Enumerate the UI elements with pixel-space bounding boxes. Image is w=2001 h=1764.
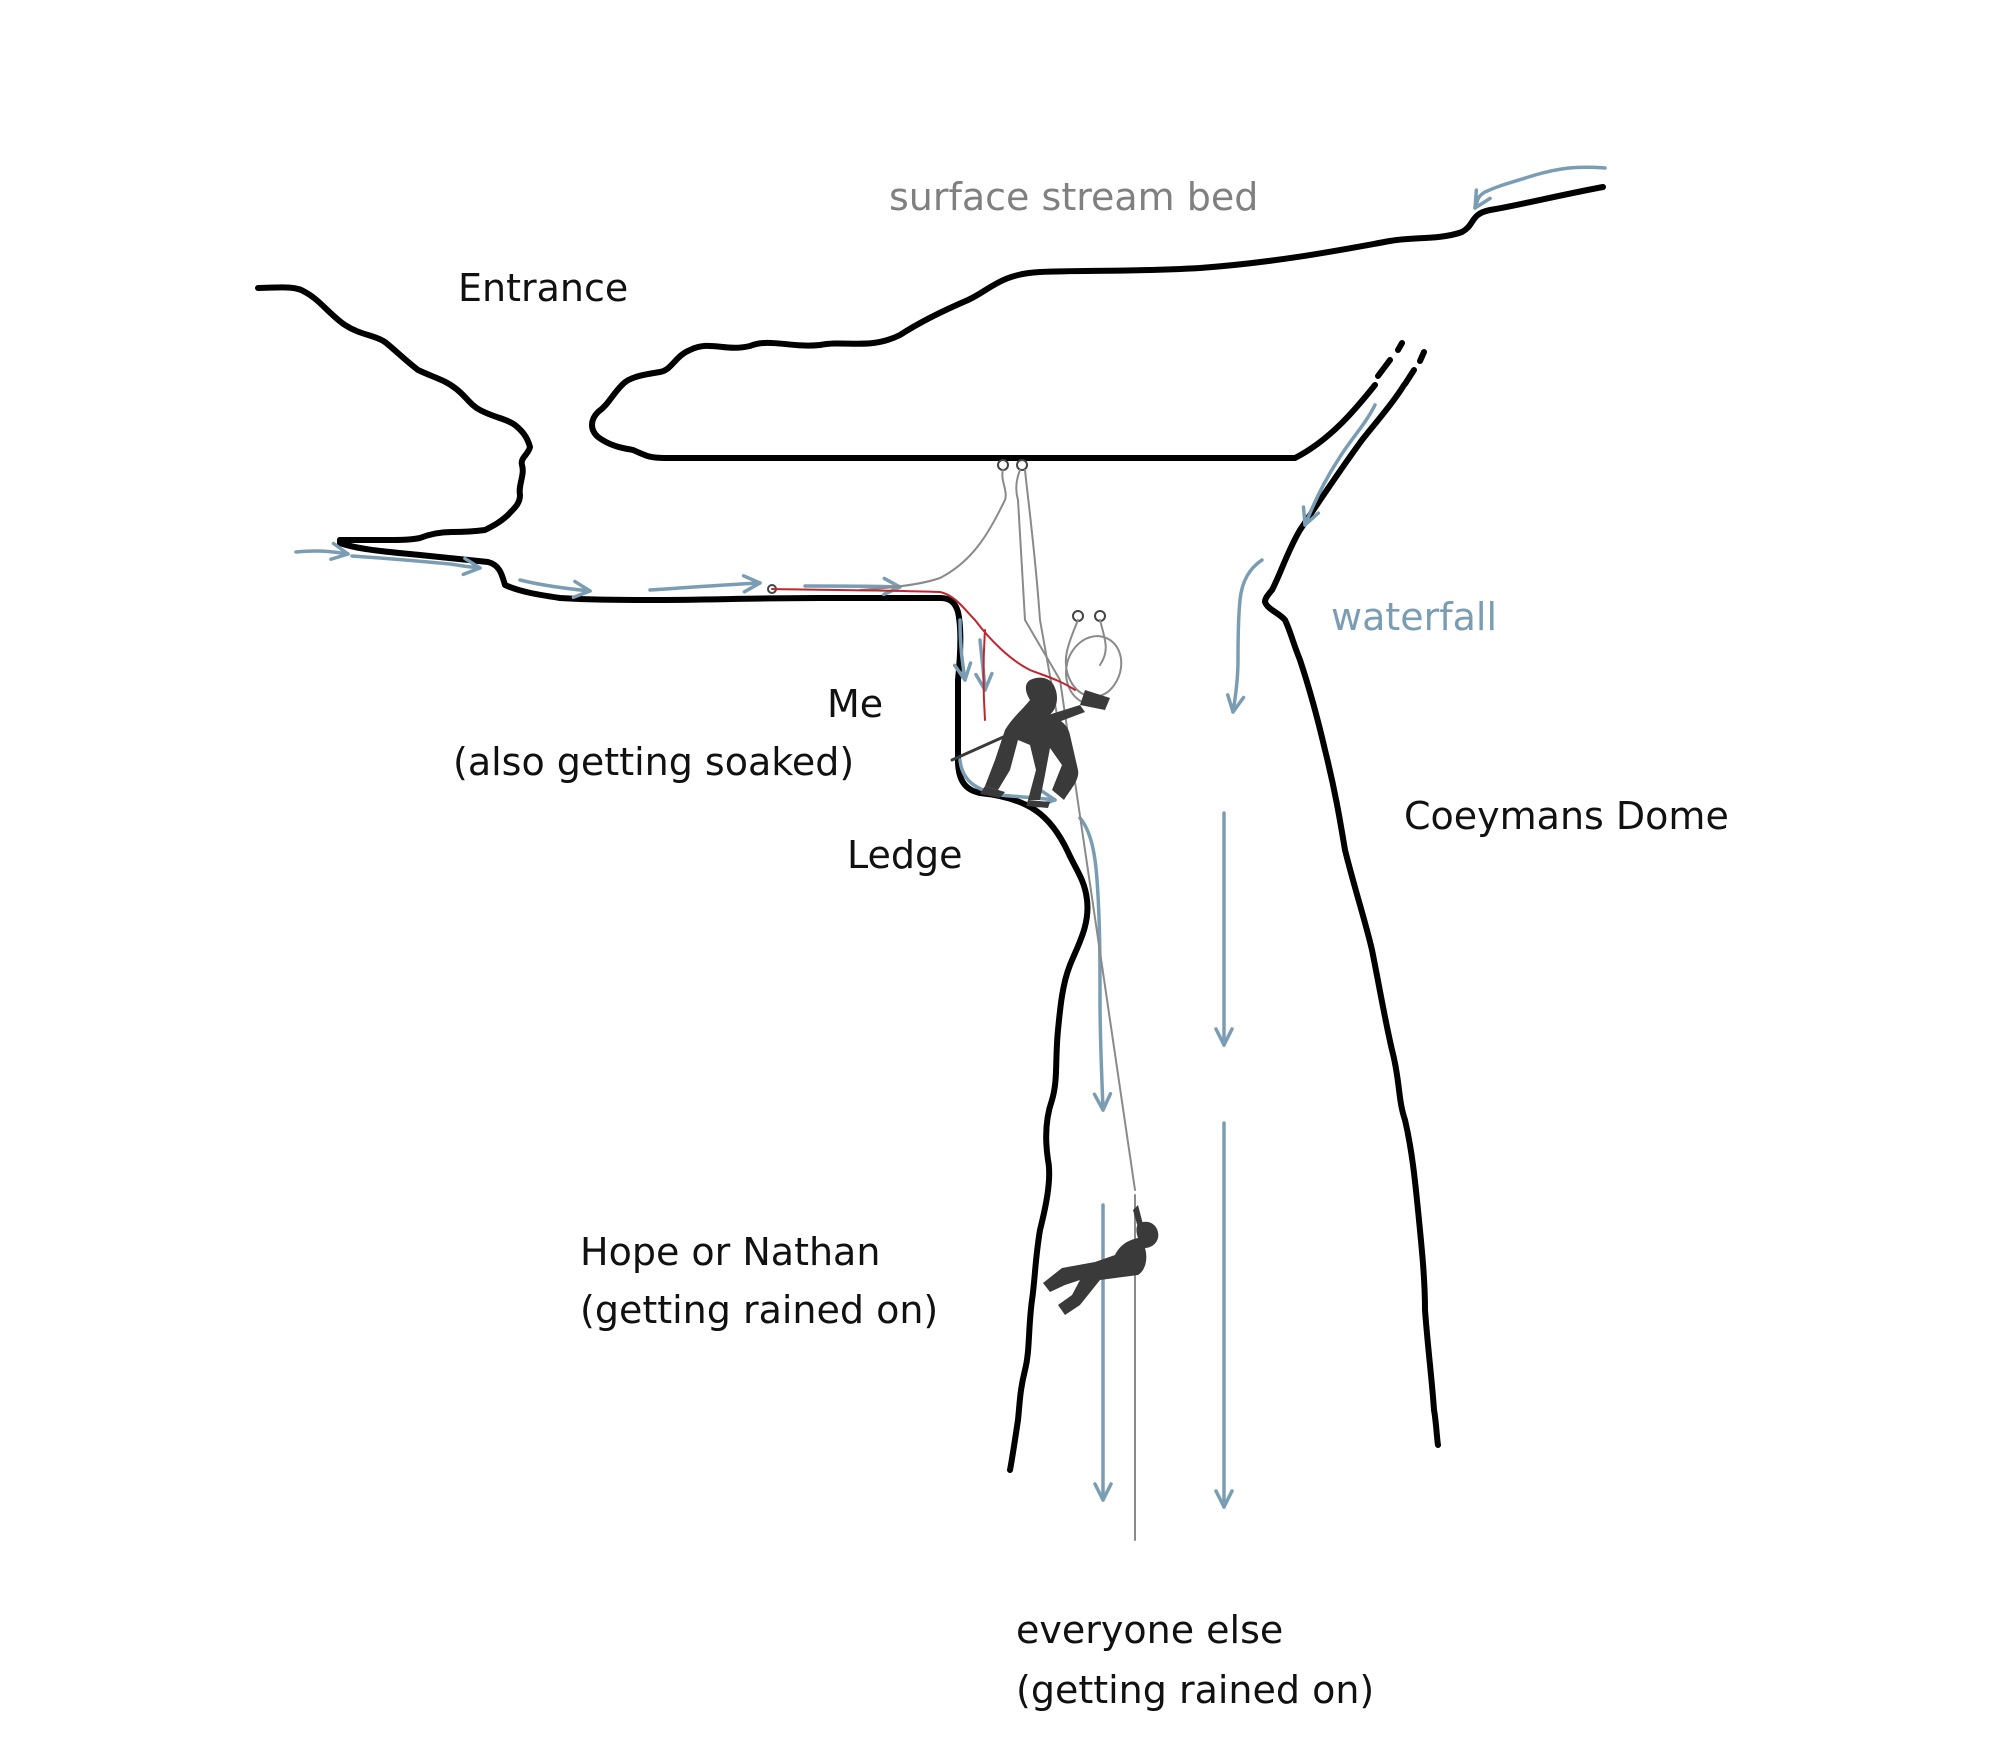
- label-waterfall: waterfall: [1331, 595, 1497, 639]
- person-hope-silhouette: [1043, 1221, 1159, 1315]
- ceiling-anchor-right: [1016, 459, 1028, 471]
- label-everyone-note: (getting rained on): [1016, 1668, 1374, 1712]
- label-hope-note: (getting rained on): [580, 1288, 938, 1332]
- rope-ceiling-secondary: [1024, 469, 1066, 761]
- label-surface-stream-bed: surface stream bed: [889, 175, 1258, 219]
- waterfall-inflow-arrow: [1301, 403, 1377, 527]
- dome-top-wall-segment-2: [1395, 340, 1405, 353]
- fall-left-arrow: [1078, 816, 1113, 1112]
- entrance-outline: [255, 284, 533, 543]
- ceiling-anchor-left: [997, 459, 1009, 471]
- person-hope-or-nathan: [1043, 1205, 1159, 1315]
- person-me: [950, 677, 1110, 808]
- label-entrance: Entrance: [458, 266, 628, 310]
- person-me-silhouette: [985, 677, 1079, 800]
- label-everyone-else: everyone else: [1016, 1608, 1283, 1652]
- rope-ceiling-to-floor: [859, 469, 1007, 591]
- rope-ceiling-main: [1015, 469, 1136, 1191]
- label-me: Me: [827, 682, 883, 726]
- label-me-note: (also getting soaked): [453, 740, 854, 784]
- entrance-stream-arrow-4: [648, 574, 762, 594]
- rope-wall-anchor-loop: [1064, 619, 1123, 706]
- dome-top-wall-segment-4: [1402, 367, 1417, 387]
- entrance-stream-arrow-3: [518, 578, 592, 600]
- label-hope-or-nathan: Hope or Nathan: [580, 1230, 880, 1274]
- person-me-camera: [1080, 690, 1110, 710]
- person-me-arm: [1045, 705, 1085, 726]
- surface-upper-wall: [589, 184, 1606, 461]
- dome-top-wall-segment-5: [1417, 349, 1427, 364]
- person-me-walking-pole: [950, 723, 1032, 762]
- person-hope-arm: [1133, 1205, 1145, 1235]
- labels: surface stream bed Entrance waterfall Me…: [453, 175, 1729, 1712]
- entrance-stream-arrow-1: [294, 541, 350, 562]
- ledge-drip-arrow-1: [952, 618, 973, 682]
- label-ledge: Ledge: [847, 833, 963, 877]
- entrance-stream-arrow-2: [350, 554, 482, 577]
- surface-stream-inflow-arrow: [1473, 165, 1607, 210]
- label-coeymans-dome: Coeymans Dome: [1404, 794, 1729, 838]
- dome-right-wall: [1262, 587, 1441, 1448]
- entrance-stream-arrow-5: [803, 576, 902, 597]
- dome-top-wall-segment-1: [1375, 357, 1393, 379]
- red-rope-traverse: [771, 588, 1076, 721]
- chamber-ceiling: [662, 382, 1378, 461]
- person-me-foot: [980, 786, 1050, 808]
- waterfall-curve-arrow: [1225, 558, 1264, 714]
- shaft-left-wall: [1007, 807, 1091, 1473]
- rigging: [767, 459, 1136, 1541]
- entrance-floor-wall: [337, 537, 1038, 813]
- dome-top-wall-segment-3: [1269, 382, 1407, 593]
- cave-walls: [255, 184, 1606, 1473]
